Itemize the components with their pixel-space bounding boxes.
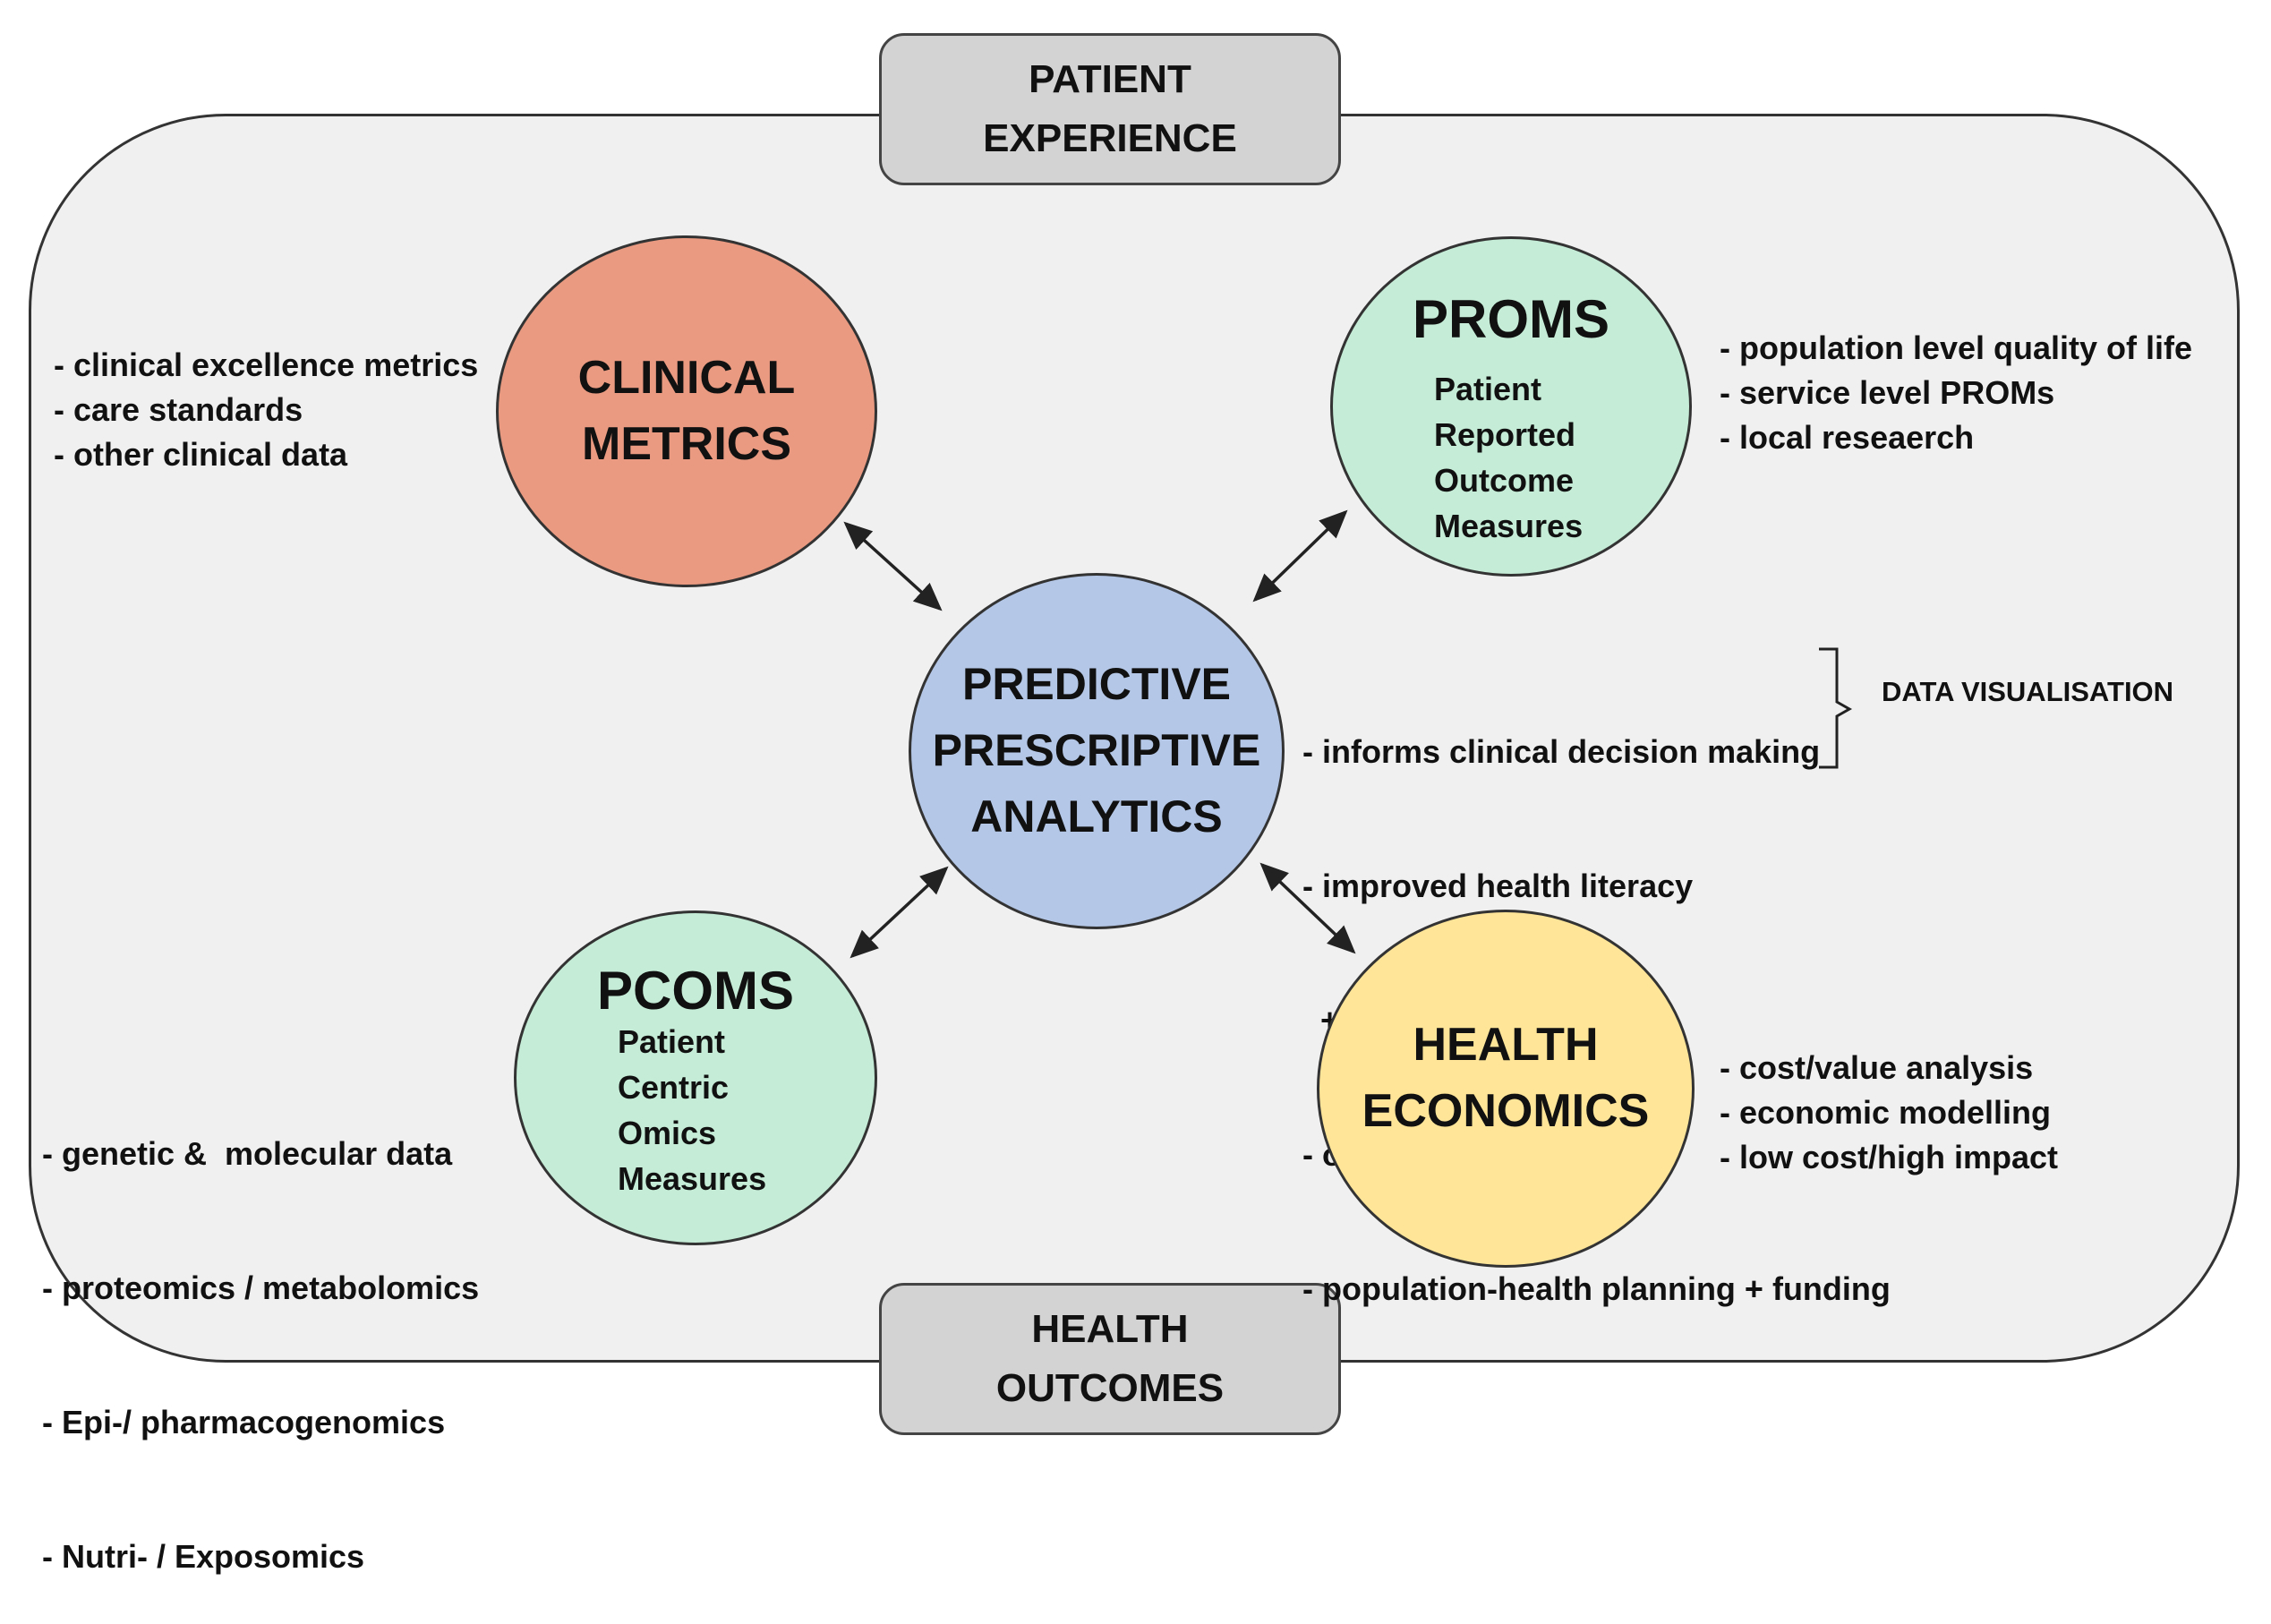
clinical-note: - care standards	[54, 391, 303, 428]
proms-expansion-line: Patient	[1434, 371, 1542, 407]
arrow-proms-center	[1252, 509, 1348, 603]
proms-title: PROMS	[1412, 289, 1610, 349]
center-title-line: ANALYTICS	[970, 791, 1223, 842]
pcoms-note: - Epi-/ pharmacogenomics	[42, 1404, 446, 1440]
proms-expansion-line: Outcome	[1434, 462, 1575, 499]
data-visualisation-label: DATA VISUALISATION	[1882, 676, 2174, 707]
patient-experience-line-2: EXPERIENCE	[983, 116, 1237, 160]
proms-notes: - population level quality of life - ser…	[1720, 326, 2192, 460]
health-outcomes-line-1: HEALTH	[1031, 1307, 1189, 1351]
clinical-metrics-title-line-1: CLINICAL	[577, 352, 796, 404]
health-economics-notes: - cost/value analysis - economic modelli…	[1720, 1046, 2058, 1180]
clinical-metrics-notes: - clinical excellence metrics - care sta…	[54, 343, 478, 477]
proms-expansion-line: Measures	[1434, 508, 1584, 544]
clinical-metrics-title-line-2: METRICS	[582, 418, 791, 470]
arrow-pcoms-center	[849, 866, 949, 959]
proms-note: - service level PROMs	[1720, 374, 2055, 411]
health-outcomes-line-2: OUTCOMES	[995, 1366, 1225, 1410]
pcoms-expansion: Patient Centric Omics Measures	[618, 1019, 766, 1201]
pcoms-expansion-line: Centric	[618, 1069, 730, 1106]
pcoms-note: - proteomics / metabolomics	[42, 1269, 480, 1306]
patient-experience-label: PATIENT EXPERIENCE	[879, 33, 1341, 185]
proms-note: - local reseaerch	[1720, 419, 1975, 456]
patient-experience-line-1: PATIENT	[1029, 57, 1191, 101]
health-economics-title-line-2: ECONOMICS	[1362, 1085, 1650, 1137]
arrow-clinical-center	[843, 521, 943, 611]
pcoms-expansion-line: Patient	[618, 1023, 726, 1060]
econ-note: - economic modelling	[1720, 1094, 2052, 1131]
pcoms-note: - Nutri- / Exposomics	[42, 1538, 365, 1575]
proms-note: - population level quality of life	[1720, 329, 2193, 366]
clinical-metrics-circle	[496, 235, 877, 587]
proms-expansion: Patient Reported Outcome Measures	[1434, 366, 1583, 549]
center-title-line: PREDICTIVE	[961, 659, 1232, 709]
proms-circle	[1330, 236, 1692, 577]
econ-note: - cost/value analysis	[1720, 1049, 2034, 1086]
clinical-note: - clinical excellence metrics	[54, 346, 479, 383]
health-economics-title-line-1: HEALTH	[1413, 1019, 1599, 1071]
pcoms-circle	[514, 910, 877, 1245]
clinical-metrics-title: CLINICAL METRICS	[496, 345, 877, 477]
clinical-note: - other clinical data	[54, 436, 348, 473]
pcoms-expansion-line: Measures	[618, 1160, 767, 1197]
connectors	[843, 509, 1853, 959]
predictive-prescriptive-analytics-circle	[909, 573, 1285, 929]
data-visualisation-bracket	[1819, 647, 1853, 769]
econ-note: - low cost/high impact	[1720, 1139, 2059, 1175]
proms-expansion-line: Reported	[1434, 416, 1576, 453]
center-title-line: PRESCRIPTIVE	[932, 725, 1261, 775]
center-title: PREDICTIVE PRESCRIPTIVE ANALYTICS	[909, 651, 1285, 850]
arrow-econ-center	[1259, 862, 1356, 954]
health-economics-circle	[1317, 910, 1695, 1268]
pcoms-note: - genetic & molecular data	[42, 1135, 453, 1172]
pcoms-title: PCOMS	[596, 961, 795, 1021]
pcoms-expansion-line: Omics	[618, 1115, 717, 1151]
analytics-benefit: - population-health planning + funding	[1302, 1270, 1891, 1307]
health-outcomes-label: HEALTH OUTCOMES	[879, 1283, 1341, 1435]
analytics-benefit: - informs clinical decision making	[1302, 733, 1821, 770]
health-economics-title: HEALTH ECONOMICS	[1317, 1012, 1695, 1144]
